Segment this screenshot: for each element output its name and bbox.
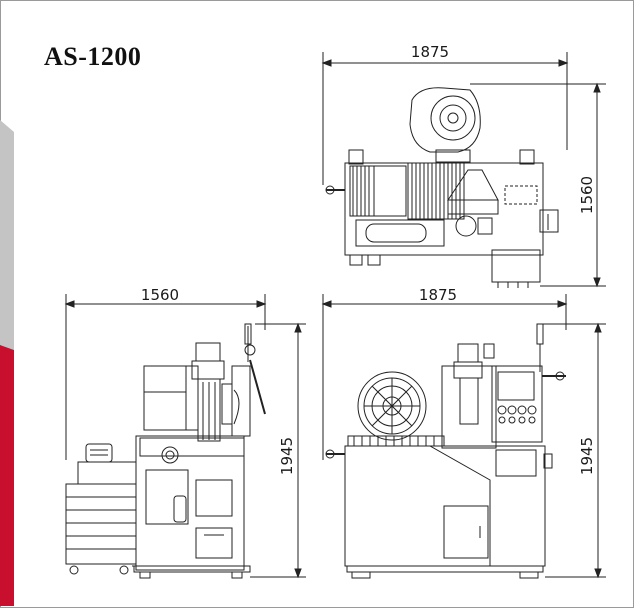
dust-collector — [65, 443, 137, 575]
side-width-dimension: 1560 — [64, 286, 267, 460]
side-height-label: 1945 — [278, 437, 296, 475]
top-depth-label: 1560 — [578, 176, 596, 214]
top-depth-dimension: 1560 — [470, 82, 606, 288]
front-width-dimension: 1875 — [321, 286, 568, 460]
model-title: AS-1200 — [44, 42, 142, 71]
side-width-label: 1560 — [141, 286, 179, 304]
top-width-label: 1875 — [411, 43, 449, 61]
front-height-label: 1945 — [578, 437, 596, 475]
top-view: 1875 1560 — [321, 43, 606, 288]
front-reel — [357, 371, 427, 441]
blower-fan — [409, 87, 481, 163]
front-height-dimension: 1945 — [540, 322, 606, 579]
front-view: 1875 1945 — [321, 286, 606, 579]
side-view: 1560 1945 — [64, 286, 306, 579]
top-width-dimension: 1875 — [321, 43, 569, 185]
control-panel — [491, 365, 543, 477]
side-height-dimension: 1945 — [250, 322, 306, 579]
front-width-label: 1875 — [419, 286, 457, 304]
left-decor-band — [0, 120, 14, 606]
top-rollers — [349, 162, 465, 220]
